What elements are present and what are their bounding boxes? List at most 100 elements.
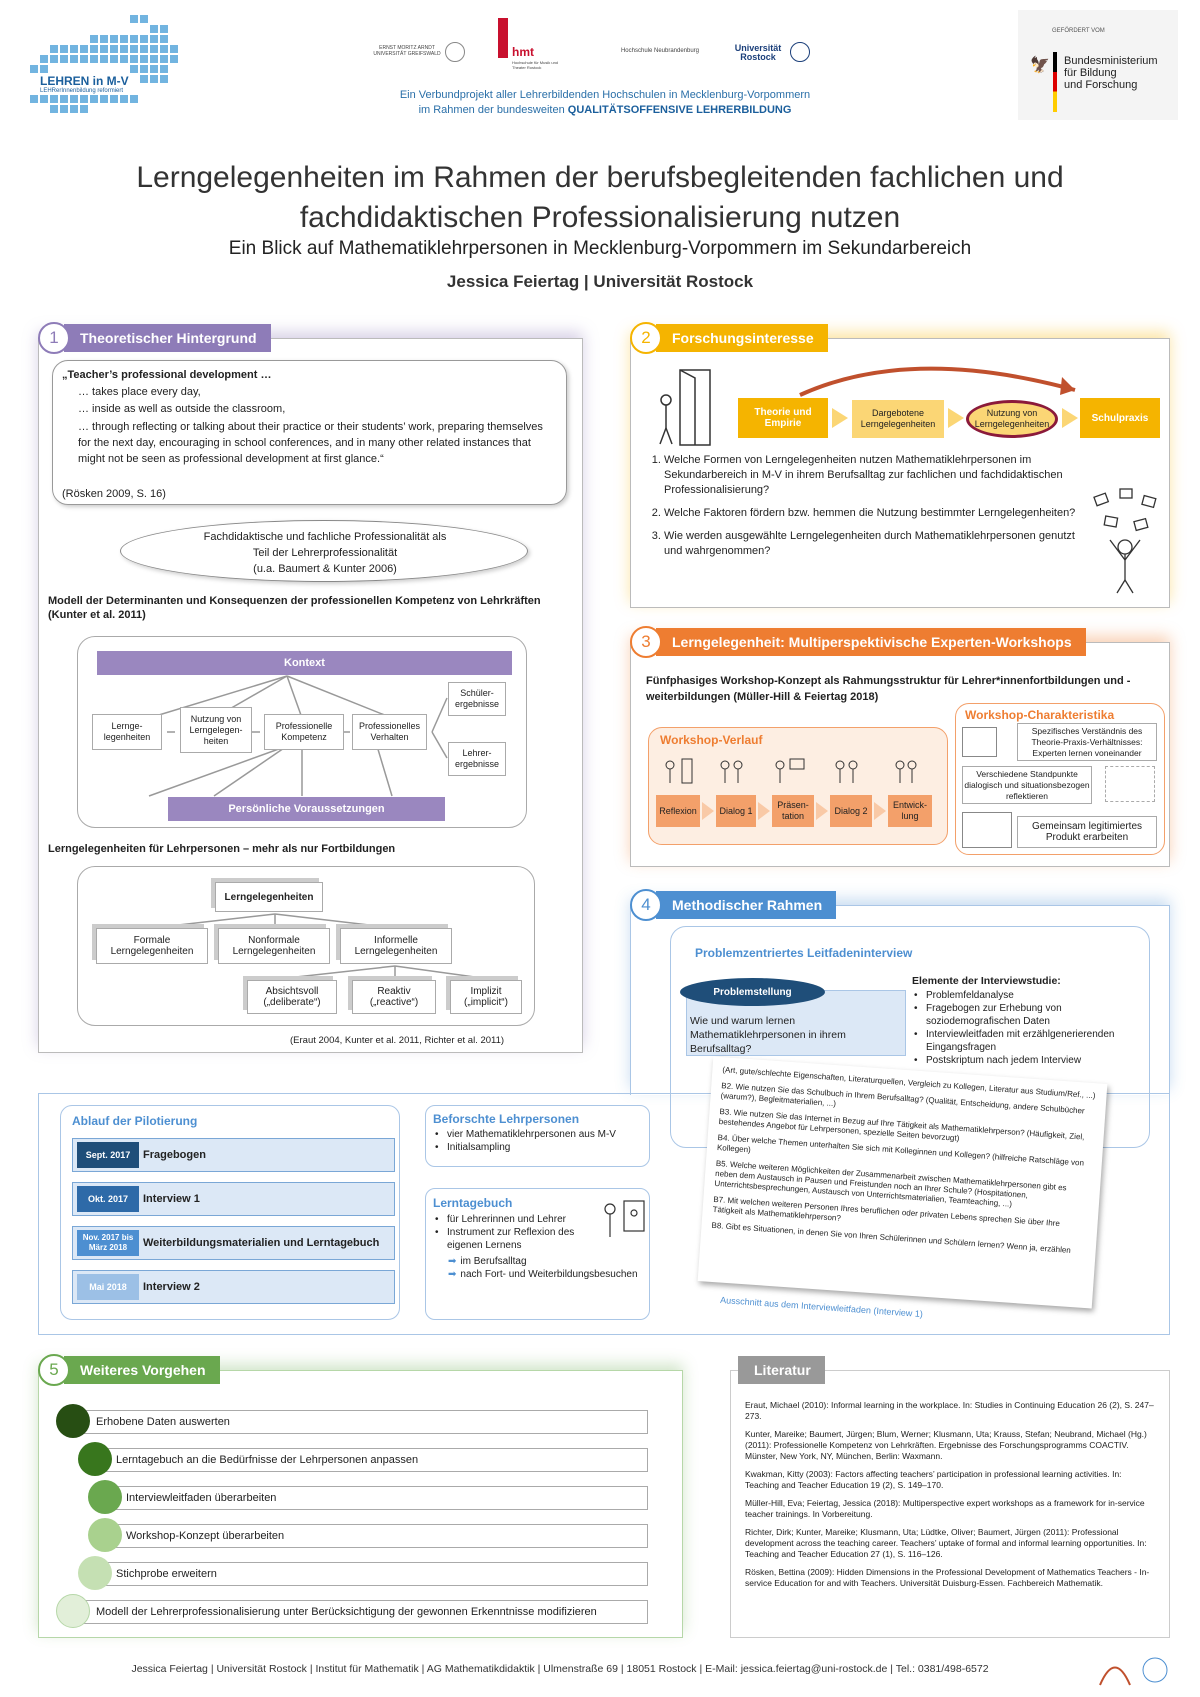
literature-list: Eraut, Michael (2010): Informal learning… <box>745 1400 1155 1596</box>
timeline-date: Okt. 2017 <box>77 1186 139 1212</box>
next-step: Modell der Lehrerprofessionalisierung un… <box>80 1600 648 1624</box>
section-number: 2 <box>630 322 662 354</box>
logo-grid <box>30 15 178 113</box>
lg-root: Lerngelegenheiten <box>215 882 323 912</box>
next-step: Lerntagebuch an die Bedürfnisse der Lehr… <box>100 1448 648 1472</box>
funder-box <box>1018 10 1178 120</box>
workshop-step: Präsen-tation <box>772 795 814 827</box>
partner-hmt-sub: Hochschule für Musik und Theater Rostock <box>512 60 559 70</box>
next-step: Workshop-Konzept überarbeiten <box>110 1524 648 1548</box>
model-connectors <box>148 675 448 797</box>
elements-item: Postskriptum nach jedem Interview <box>914 1054 1139 1067</box>
page-title: Lerngelegenheiten im Rahmen der berufsbe… <box>136 161 1064 234</box>
section-title: Forschungsinteresse <box>656 324 828 352</box>
section-number: 4 <box>630 889 662 921</box>
workshop-heading: Fünfphasiges Workshop-Konzept als Rahmun… <box>646 675 1131 703</box>
lg-reaktiv: Reaktiv („reactive“) <box>352 980 436 1014</box>
tagebuch-list: für Lehrerinnen und Lehrer Instrument zu… <box>435 1213 595 1252</box>
reference: Rösken, Bettina (2009): Hidden Dimension… <box>745 1567 1150 1588</box>
lg-frame <box>77 866 535 1026</box>
model-nutzung: Nutzung von Lerngelegen-heiten <box>180 707 252 753</box>
experts-icon <box>962 727 997 757</box>
workshop-step: Entwick-lung <box>888 795 932 827</box>
page-subtitle: Ein Blick auf Mathematiklehrpersonen in … <box>228 238 972 259</box>
model-kontext: Kontext <box>97 651 512 675</box>
flag-icon <box>1053 52 1057 112</box>
diary-person-icon <box>604 1200 645 1237</box>
beforscht-frame <box>425 1105 650 1167</box>
section-title: Weiteres Vorgehen <box>64 1356 220 1384</box>
lg-informal: Informelle Lerngelegenheiten <box>340 928 452 964</box>
tagebuch-frame <box>425 1188 650 1320</box>
section-research <box>630 338 1170 608</box>
workshop-step: Reflexion <box>656 795 700 827</box>
step-dot <box>56 1594 90 1628</box>
section-title: Methodischer Rahmen <box>656 891 837 919</box>
research-question: Welche Formen von Lerngelegenheiten nutz… <box>664 453 1076 498</box>
reference: Kunter, Mareike; Baumert, Jürgen; Blum, … <box>745 1429 1147 1461</box>
tagebuch-sub-list: ➡im Berufsalltag ➡nach Fort- und Weiterb… <box>448 1255 643 1281</box>
tagebuch-sub-item: im Berufsalltag <box>460 1256 527 1267</box>
timeline-date: Sept. 2017 <box>77 1142 139 1168</box>
bubble-text: Fachdidaktische und fachliche Profession… <box>203 531 447 575</box>
research-question: Wie werden ausgewählte Lerngelegenheiten… <box>664 529 1076 559</box>
lg-connectors <box>151 913 483 979</box>
product-icon <box>962 812 1012 848</box>
problem-label: Problemstellung <box>680 978 825 1006</box>
section-method-bottom <box>38 1093 1170 1335</box>
section-title: Literatur <box>738 1356 825 1384</box>
workshop-arrow <box>874 802 886 820</box>
person-books-icon <box>1093 488 1157 594</box>
beforscht-item: Initialsampling <box>435 1141 645 1154</box>
lg-nonformal: Nonformale Lerngelegenheiten <box>218 928 330 964</box>
step-dot <box>78 1556 112 1590</box>
funder-label: GEFÖRDERT VOM <box>1052 28 1105 34</box>
partner-rostock: Universität Rostock <box>734 43 782 62</box>
flow-arrow <box>948 408 964 428</box>
tagebuch-sub-item: nach Fort- und Weiterbildungsbesuchen <box>460 1269 638 1280</box>
beforscht-item: vier Mathematiklehrpersonen aus M-V <box>435 1128 645 1141</box>
section-workshops-header: 3 Lerngelegenheit: Multiperspektivische … <box>630 626 1086 658</box>
logo-subtitle: LEHRerInnenbildung reformiert <box>40 88 124 94</box>
flow-theorie: Theorie und Empirie <box>738 398 828 438</box>
flow-dargeboten: Dargebotene Lerngelegenheiten <box>852 400 944 438</box>
model-voraussetzungen: Persönliche Voraussetzungen <box>168 797 445 821</box>
section-literature-header: Literatur <box>738 1354 825 1386</box>
quote-line: … inside as well as outside the classroo… <box>78 403 286 415</box>
quote-head: „Teacher’s professional development … <box>62 369 272 381</box>
quote-line: … through reflecting or talking about th… <box>78 421 543 465</box>
research-questions: Welche Formen von Lerngelegenheiten nutz… <box>646 453 1076 567</box>
step-dot <box>56 1404 90 1438</box>
section-number: 3 <box>630 626 662 658</box>
section-title: Theoretischer Hintergrund <box>64 324 271 352</box>
tagebuch-item: für Lehrerinnen und Lehrer <box>435 1213 595 1226</box>
workshop-step: Dialog 2 <box>830 795 872 827</box>
flow-nutzung: Nutzung von Lerngelegenheiten <box>966 400 1058 438</box>
tagebuch-title: Lerntagebuch <box>433 1196 513 1210</box>
elements-item: Fragebogen zur Erhebung von soziodemogra… <box>914 1002 1139 1028</box>
quote-line: … takes place every day, <box>78 386 201 398</box>
section-number: 1 <box>38 322 70 354</box>
workshop-figures-icons <box>665 758 917 784</box>
section-number: 5 <box>38 1354 70 1386</box>
workshop-charakteristika-frame <box>955 703 1165 855</box>
research-question: Welche Faktoren fördern bzw. hemmen die … <box>664 506 1076 521</box>
workshop-characteristic: Gemeinsam legitimiertes Produkt erarbeit… <box>1017 816 1157 848</box>
flow-arrow <box>832 408 848 428</box>
model-kompetenz: Professionelle Kompetenz <box>264 714 344 750</box>
arrow-right-icon: ➡ <box>448 1269 457 1280</box>
workshop-arrow <box>816 802 828 820</box>
model-lehrerergebnisse: Lehrer-ergebnisse <box>448 742 506 776</box>
elements-item: Problemfeldanalyse <box>914 989 1139 1002</box>
partner-neubrandenburg: Hochschule Neubrandenburg <box>620 48 700 54</box>
partner-hmt: hmt <box>512 45 534 59</box>
timeline-label: Interview 1 <box>143 1193 200 1205</box>
flow-schulpraxis: Schulpraxis <box>1080 398 1160 438</box>
dialog-icon <box>1105 766 1155 802</box>
speech-bubble <box>120 520 528 582</box>
reference: Richter, Dirk; Kunter, Mareike; Klusmann… <box>745 1527 1147 1559</box>
model-schuelerergebnisse: Schüler-ergebnisse <box>448 682 506 716</box>
next-step: Interviewleitfaden überarbeiten <box>110 1486 648 1510</box>
timeline-label: Weiterbildungsmaterialien und Lerntagebu… <box>143 1237 380 1249</box>
